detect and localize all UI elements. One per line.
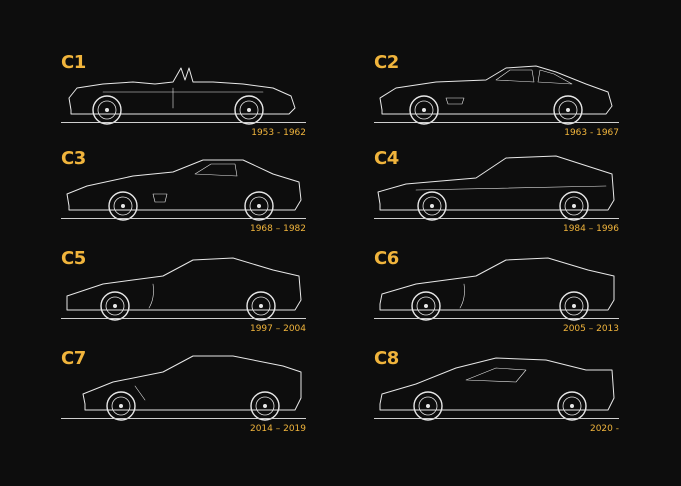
generation-panel-c3: C3 1968 – 1982 [61,148,306,240]
car-silhouette-c3 [66,159,302,221]
generation-panel-c2: C2 1963 - 1967 [374,52,619,144]
car-silhouette-c6 [379,257,615,321]
production-years: 1997 – 2004 [249,324,306,334]
car-silhouette-c8 [379,357,615,421]
generation-label: C5 [61,248,86,269]
generation-label: C1 [61,52,86,73]
generation-label: C2 [374,52,399,73]
ground-line [374,122,619,123]
generation-panel-c4: C4 1984 – 1996 [374,148,619,240]
generation-label: C3 [61,148,86,169]
production-years: 1968 – 1982 [249,224,306,234]
generation-label: C6 [374,248,399,269]
generation-label: C4 [374,148,399,169]
ground-line [61,218,306,219]
ground-line [374,218,619,219]
production-years: 1963 - 1967 [564,128,619,138]
ground-line [61,318,306,319]
generation-panel-c6: C6 2005 – 2013 [374,248,619,340]
generation-label: C8 [374,348,399,369]
generation-label: C7 [61,348,86,369]
ground-line [374,318,619,319]
generation-panel-c7: C7 2014 – 2019 [61,348,306,440]
production-years: 2005 – 2013 [562,324,619,334]
ground-line [61,122,306,123]
car-silhouette-c4 [377,155,615,221]
production-years: 2014 – 2019 [249,424,306,434]
car-silhouette-c2 [379,65,613,125]
generation-panel-c1: C1 1953 - 1962 [61,52,306,144]
production-years: 1953 - 1962 [251,128,306,138]
ground-line [374,418,619,419]
car-silhouette-c5 [66,257,302,321]
production-years: 1984 – 1996 [562,224,619,234]
car-silhouette-c1 [68,67,296,125]
car-silhouette-c7 [82,355,302,421]
ground-line [61,418,306,419]
generation-panel-c8: C8 2020 - [374,348,619,440]
generation-panel-c5: C5 1997 – 2004 [61,248,306,340]
production-years: 2020 - [589,424,619,434]
